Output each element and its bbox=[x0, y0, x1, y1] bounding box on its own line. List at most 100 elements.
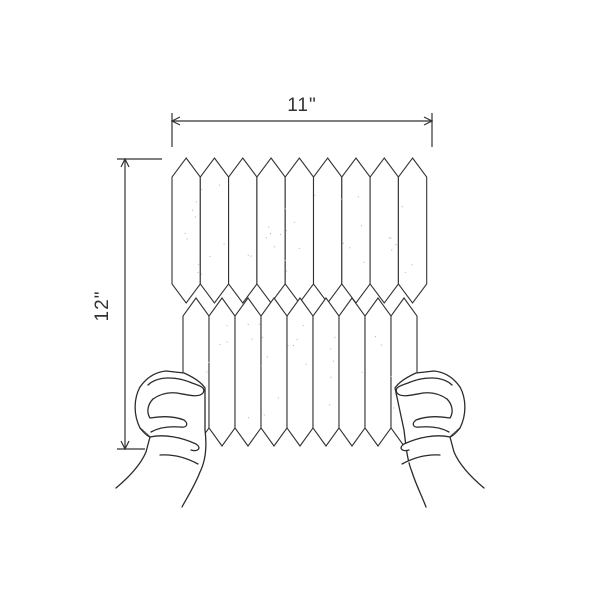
texture-speck bbox=[349, 247, 351, 249]
texture-speck bbox=[342, 242, 344, 244]
right-hand-wrist-line bbox=[449, 427, 461, 438]
tile-top-9 bbox=[397, 157, 428, 304]
tile-bottom-4 bbox=[260, 297, 288, 447]
texture-speck bbox=[314, 194, 316, 196]
texture-speck bbox=[195, 201, 197, 203]
texture-speck bbox=[380, 344, 382, 346]
texture-speck bbox=[223, 243, 225, 245]
texture-speck bbox=[219, 343, 221, 345]
texture-speck bbox=[226, 341, 228, 343]
tile-bottom-3 bbox=[234, 297, 262, 447]
texture-speck bbox=[284, 259, 286, 262]
tile-bottom-2 bbox=[208, 297, 236, 447]
texture-speck bbox=[250, 255, 252, 257]
texture-speck bbox=[329, 404, 331, 406]
tile-row-top bbox=[171, 157, 428, 304]
texture-speck bbox=[248, 417, 250, 419]
texture-speck bbox=[357, 196, 359, 198]
texture-speck bbox=[330, 348, 332, 350]
texture-speck bbox=[395, 244, 397, 246]
texture-speck bbox=[265, 237, 267, 239]
texture-speck bbox=[330, 376, 332, 379]
texture-speck bbox=[269, 233, 272, 235]
texture-speck bbox=[263, 414, 265, 416]
texture-speck bbox=[286, 270, 288, 272]
texture-speck bbox=[206, 371, 208, 373]
tile-bottom-6 bbox=[312, 297, 340, 447]
left-hand-thumb bbox=[147, 377, 205, 400]
texture-speck bbox=[374, 336, 377, 338]
texture-speck bbox=[393, 407, 395, 409]
texture-speck bbox=[390, 375, 392, 378]
texture-speck bbox=[280, 233, 282, 236]
left-hand-fingers bbox=[147, 398, 200, 465]
texture-speck bbox=[200, 273, 203, 275]
texture-speck bbox=[277, 397, 279, 399]
texture-speck bbox=[209, 255, 211, 257]
texture-speck bbox=[305, 363, 307, 365]
texture-speck bbox=[266, 356, 268, 358]
texture-speck bbox=[293, 345, 295, 347]
texture-speck bbox=[268, 226, 270, 228]
tile-top-3 bbox=[228, 157, 258, 304]
texture-speck bbox=[294, 221, 296, 223]
width-label: 11" bbox=[287, 95, 316, 116]
texture-speck bbox=[363, 261, 365, 263]
texture-speck bbox=[257, 216, 259, 218]
height-arrow-bottom bbox=[120, 440, 130, 451]
texture-speck bbox=[197, 263, 200, 265]
texture-speck bbox=[201, 188, 203, 190]
tile-top-7 bbox=[341, 157, 371, 304]
texture-speck bbox=[218, 184, 221, 186]
texture-speck bbox=[226, 325, 228, 327]
tile-bottom-7 bbox=[338, 297, 366, 447]
texture-speck bbox=[273, 246, 276, 248]
texture-speck bbox=[404, 271, 406, 273]
texture-speck bbox=[184, 232, 186, 234]
width-arrow-left bbox=[170, 116, 181, 126]
texture-speck bbox=[194, 216, 196, 218]
texture-speck bbox=[298, 247, 300, 249]
tile-top-6 bbox=[312, 157, 343, 304]
tile-row-bottom bbox=[182, 297, 418, 447]
right-hand-thumb bbox=[395, 377, 453, 400]
texture-speck bbox=[340, 198, 342, 200]
texture-speck bbox=[247, 323, 249, 325]
right-hand-fingers bbox=[400, 398, 453, 465]
texture-speck bbox=[287, 344, 289, 346]
height-arrow-top bbox=[120, 157, 130, 168]
texture-speck bbox=[391, 249, 393, 251]
texture-speck bbox=[396, 245, 399, 247]
tile-top-2 bbox=[199, 157, 230, 304]
left-hand bbox=[115, 370, 207, 508]
texture-speck bbox=[208, 361, 210, 363]
tile-texture bbox=[184, 184, 413, 419]
texture-speck bbox=[262, 336, 264, 338]
texture-speck bbox=[296, 339, 298, 341]
texture-speck bbox=[197, 271, 199, 274]
texture-speck bbox=[401, 205, 403, 208]
texture-speck bbox=[360, 225, 363, 227]
width-arrow-right bbox=[423, 116, 434, 126]
texture-speck bbox=[302, 324, 304, 327]
texture-speck bbox=[390, 237, 392, 239]
texture-speck bbox=[332, 360, 335, 362]
texture-speck bbox=[247, 254, 249, 256]
left-hand-wrist-line bbox=[139, 427, 151, 438]
texture-speck bbox=[186, 238, 188, 240]
texture-speck bbox=[285, 230, 287, 232]
texture-speck bbox=[388, 237, 390, 239]
texture-speck bbox=[251, 338, 253, 340]
texture-speck bbox=[191, 209, 194, 211]
width-dimension: 11" bbox=[170, 95, 434, 147]
texture-speck bbox=[284, 208, 286, 210]
texture-speck bbox=[258, 323, 260, 325]
tile-top-4 bbox=[256, 157, 286, 304]
tile-bottom-5 bbox=[286, 297, 314, 447]
tile-top-5 bbox=[284, 157, 315, 304]
texture-speck bbox=[334, 336, 336, 338]
tile-bottom-8 bbox=[364, 297, 392, 447]
height-dimension: 12" bbox=[92, 157, 162, 451]
right-hand bbox=[394, 370, 485, 508]
